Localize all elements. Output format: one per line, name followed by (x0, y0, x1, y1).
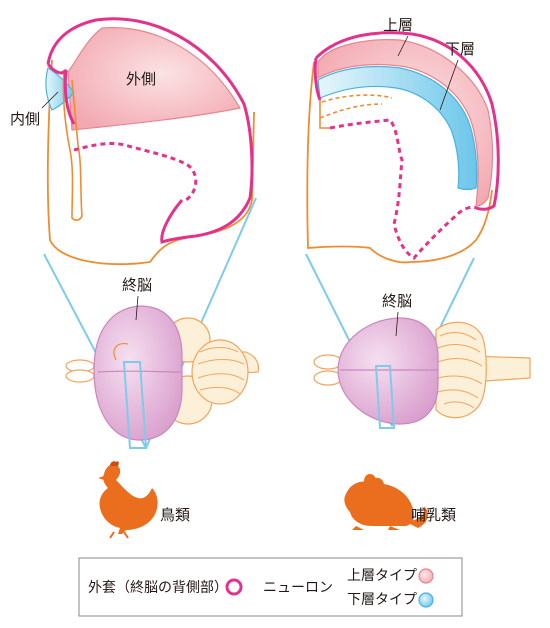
mammal-brain-section: 上層 下層 (306, 16, 500, 264)
legend-upper-type-swatch (418, 568, 434, 584)
label-upper-layer: 上層 (383, 16, 413, 34)
label-bird: 鳥類 (160, 506, 190, 524)
chicken-silhouette-icon (98, 461, 158, 539)
legend-lower-type-label: 下層タイプ (347, 592, 417, 608)
mammal-dashed-inner-2 (319, 103, 383, 119)
label-mammal: 哺乳類 (411, 506, 456, 524)
bird-pallium-boundary (73, 142, 198, 202)
legend-neuron-label: ニューロン (263, 580, 333, 596)
leader-medial (41, 91, 59, 109)
legend: 外套（終脳の背側部） ニューロン 上層タイプ 下層タイプ (78, 557, 463, 617)
mammal-inner-wall (319, 100, 330, 129)
mammal-section-plane (374, 365, 396, 429)
bird-telencephalon (93, 305, 183, 441)
bird-olfactory-bottom (65, 369, 95, 383)
bird-ventricle (62, 69, 83, 221)
leader-lower-layer (439, 59, 459, 111)
label-lower-layer: 下層 (445, 40, 475, 58)
label-medial: 内側 (10, 110, 40, 128)
legend-upper-type-label: 上層タイプ (347, 568, 417, 584)
mammal-section-outline (306, 61, 493, 264)
bird-pallium-medial-edge (46, 63, 76, 125)
mammal-lower-layer (317, 65, 478, 191)
legend-box (78, 557, 463, 617)
leader-telencephalon-mammal (395, 311, 399, 337)
bird-cerebellum-folds (197, 347, 245, 395)
mammal-dashed-inner-1 (321, 94, 393, 103)
mammal-cerebellum-folds (437, 332, 483, 409)
mammal-pallium-outline (314, 31, 500, 211)
bird-section-plane (122, 361, 148, 449)
legend-pallium-label: 外套（終脳の背側部） (88, 580, 228, 596)
bird-pallium-outline (46, 17, 254, 244)
bird-section-curve (113, 343, 129, 361)
label-telencephalon-mammal: 終脳 (382, 292, 412, 310)
leader-upper-layer (397, 35, 409, 57)
bird-lateral-region (67, 26, 241, 131)
mammal-telencephalon (337, 317, 439, 425)
mammal-pallium-inner (313, 57, 322, 101)
bird-brain-section: 内側 外側 (10, 17, 255, 266)
label-telencephalon-bird: 終脳 (122, 276, 152, 294)
legend-lower-type-swatch (418, 592, 434, 608)
mammal-whole-brain: 終脳 (313, 292, 531, 429)
bird-whole-brain: 終脳 (65, 276, 260, 449)
leader-telencephalon-bird (135, 295, 139, 321)
mouse-silhouette-icon (344, 474, 428, 530)
bird-midline (97, 370, 183, 373)
legend-pallium-swatch (225, 578, 243, 596)
bird-cerebellum (191, 339, 249, 405)
mammal-cerebellum (435, 321, 487, 419)
label-lateral: 外側 (126, 70, 156, 88)
mammal-upper-layer (317, 39, 494, 207)
mammal-pallium-boundary (329, 118, 477, 260)
